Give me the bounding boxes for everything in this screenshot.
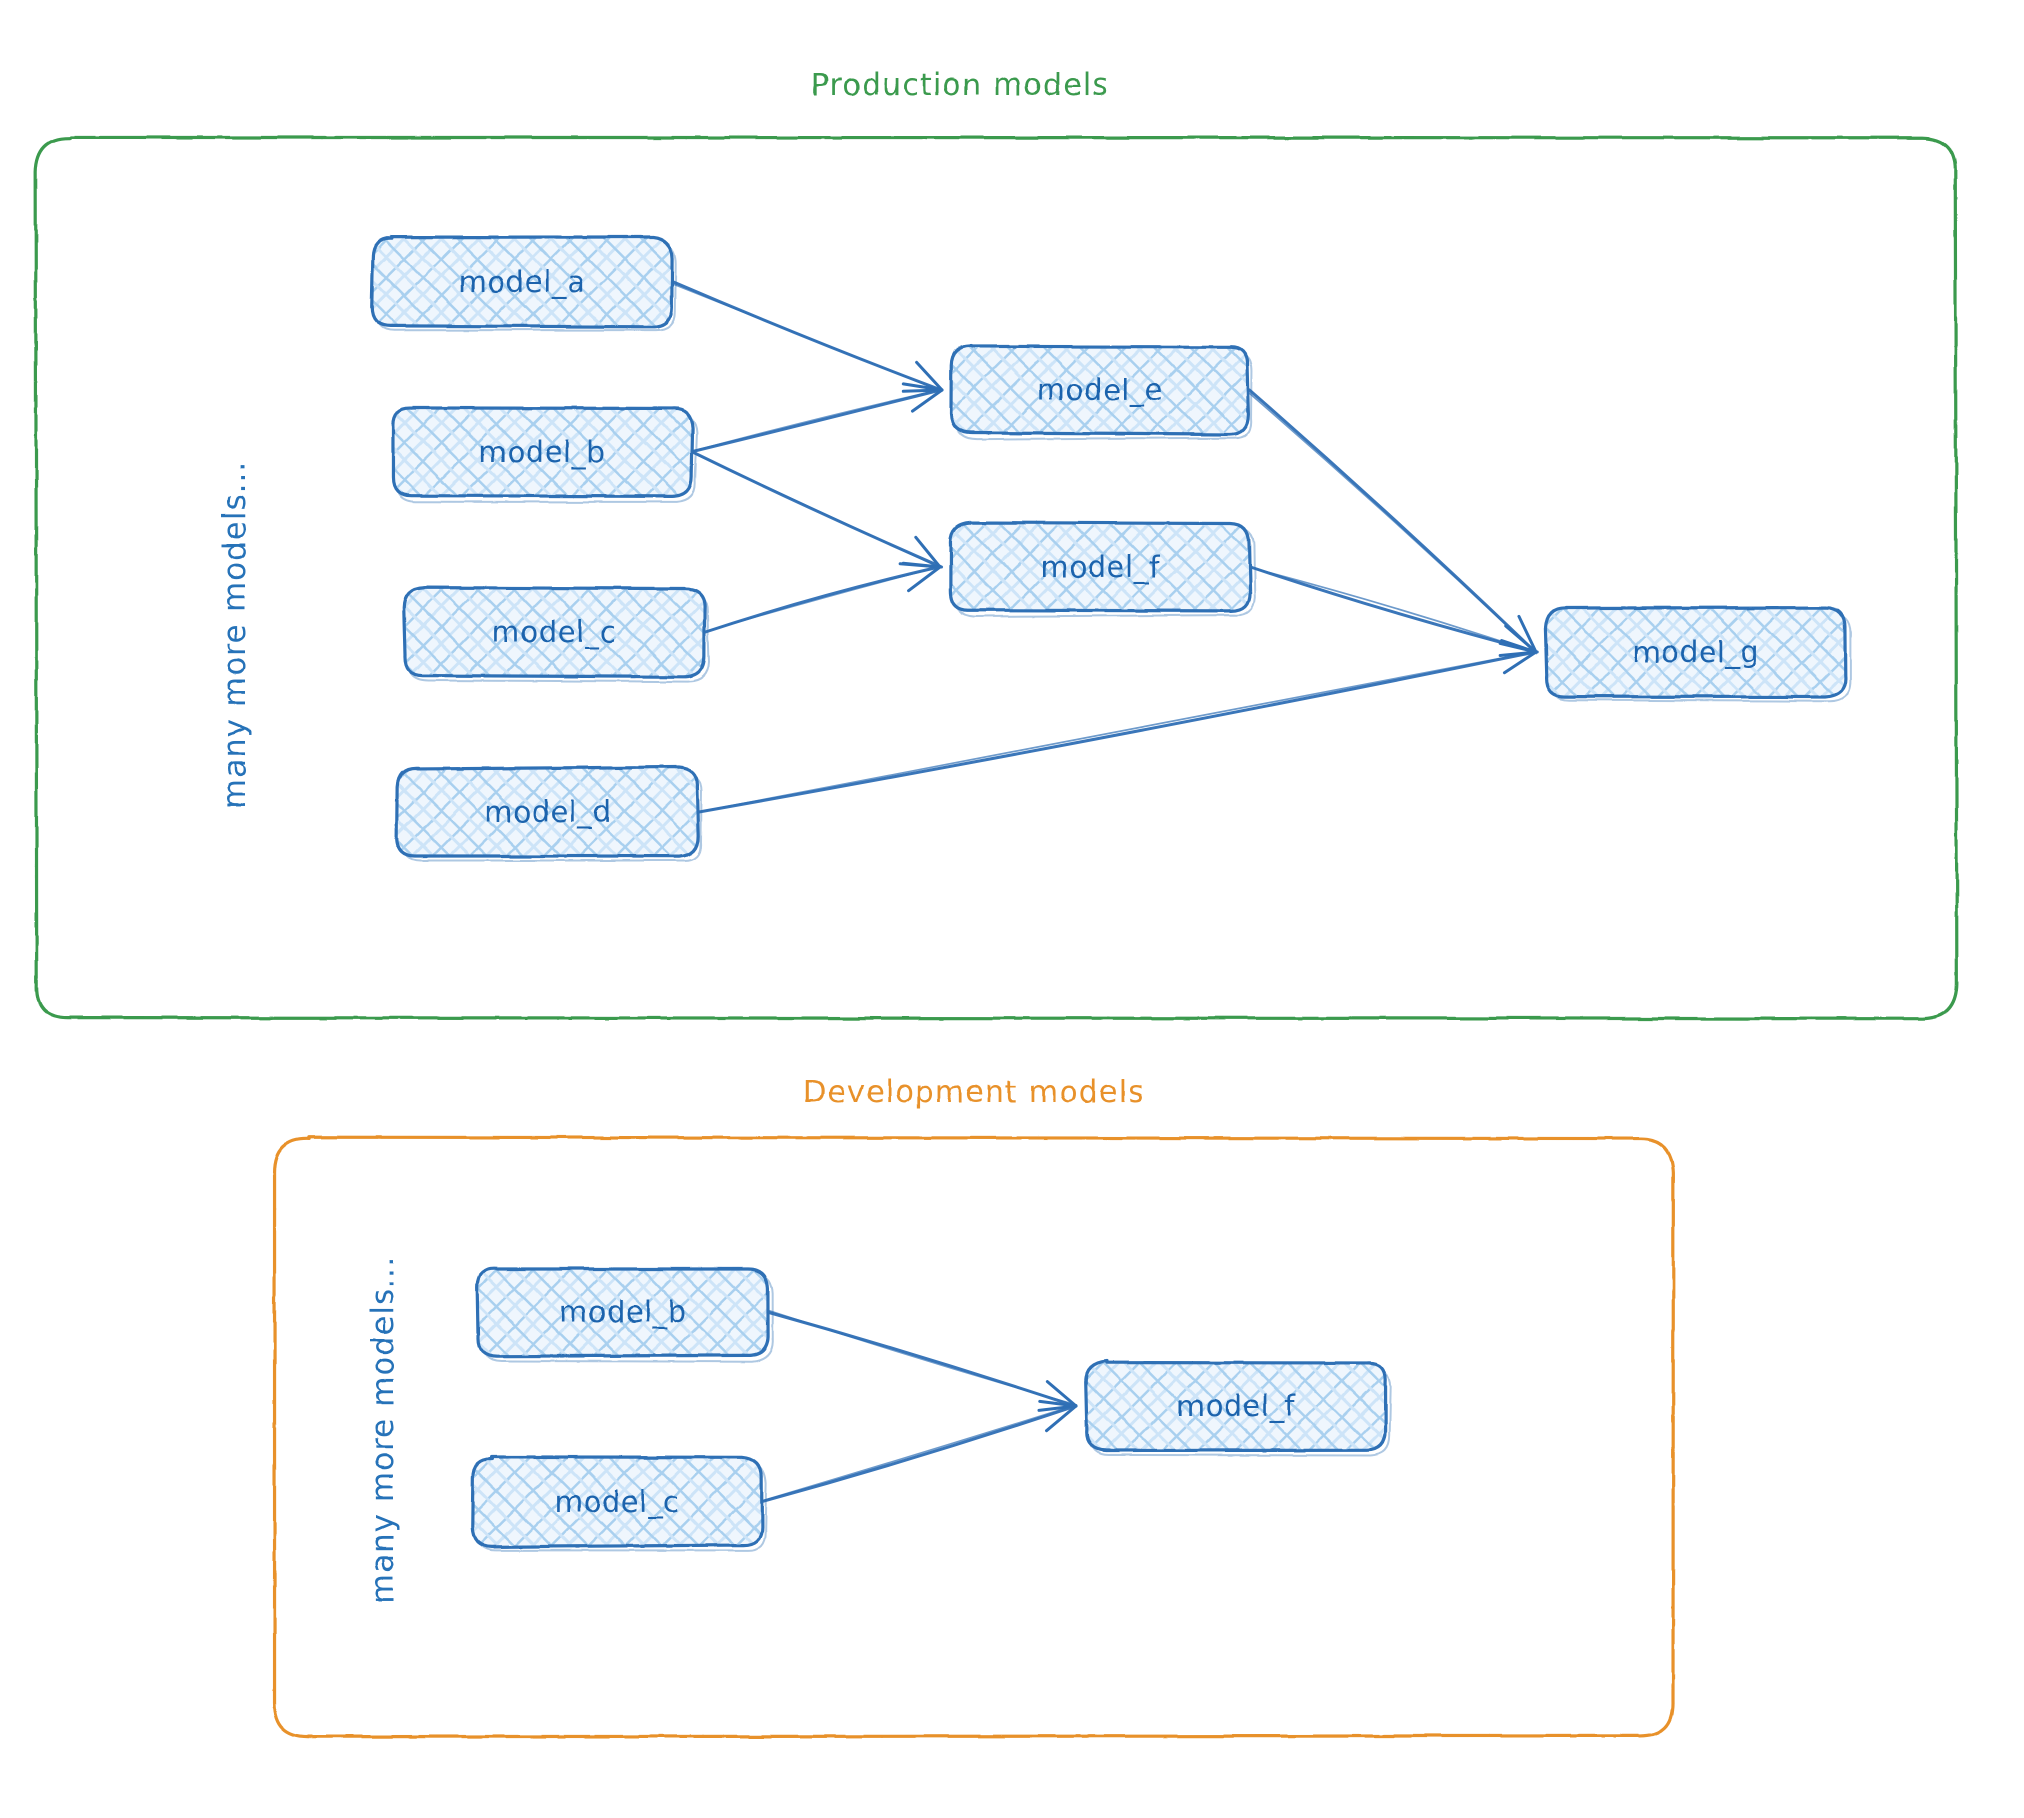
node-outline	[1543, 605, 1847, 699]
node-fill	[472, 1457, 762, 1546]
node-model_d[interactable]: model_d	[395, 765, 703, 862]
node-outline	[949, 344, 1250, 437]
node-fill	[371, 237, 672, 327]
node-label: model_a	[459, 265, 586, 299]
edge-model_a-to-model_e	[669, 280, 944, 393]
node-fill	[404, 587, 705, 676]
group-border-development	[272, 1135, 1675, 1739]
node-label: model_b	[559, 1295, 686, 1329]
group-production	[34, 135, 1959, 1021]
node-model_g[interactable]: model_g	[1543, 605, 1852, 703]
edge-dev_model_c-to-dev_model_f	[758, 1399, 1078, 1504]
group-containers	[34, 135, 1959, 1739]
node-outline	[402, 586, 707, 679]
node-label: model_e	[1037, 373, 1164, 407]
node-fill	[397, 767, 699, 857]
edge-model_e-to-model_g	[1246, 388, 1538, 655]
nodes-layer: model_a model_b model_c model_d model_emodel…	[370, 235, 1852, 1552]
node-label: model_f	[1176, 1389, 1295, 1423]
group-border-production	[34, 135, 1959, 1021]
node-label: model_c	[492, 615, 617, 649]
node-fill	[1086, 1361, 1387, 1451]
node-label: model_g	[1632, 635, 1759, 669]
side-note-production: many more models...	[217, 461, 253, 809]
node-dev_model_f[interactable]: model_f	[1084, 1359, 1392, 1457]
node-model_c[interactable]: model_c	[402, 586, 710, 683]
node-dev_model_b[interactable]: model_b	[475, 1267, 774, 1363]
node-model_b[interactable]: model_b	[391, 406, 698, 503]
node-fill	[952, 345, 1249, 435]
group-title-development: Development models	[803, 1075, 1145, 1110]
edge-model_f-to-model_g	[1248, 565, 1539, 658]
edge-model_d-to-model_g	[697, 641, 1538, 814]
group-title-production: Production models	[811, 68, 1110, 103]
node-model_e[interactable]: model_e	[949, 344, 1253, 441]
node-label: model_f	[1040, 550, 1159, 584]
node-outline	[470, 1455, 764, 1549]
node-outline	[948, 520, 1252, 613]
node-outline	[370, 235, 674, 329]
edges-layer	[669, 280, 1539, 1504]
node-label: model_c	[555, 1485, 680, 1519]
group-development	[272, 1135, 1675, 1739]
node-model_a[interactable]: model_a	[370, 235, 677, 332]
edge-model_c-to-model_f	[703, 561, 942, 634]
node-fill	[1545, 607, 1847, 697]
node-dev_model_c[interactable]: model_c	[470, 1455, 768, 1552]
node-model_f[interactable]: model_f	[948, 520, 1256, 618]
node-label: model_d	[484, 795, 611, 829]
node-fill	[949, 522, 1251, 611]
node-outline	[391, 406, 695, 498]
node-fill	[477, 1267, 769, 1356]
node-fill	[391, 408, 693, 497]
edge-dev_model_b-to-dev_model_f	[765, 1309, 1078, 1412]
node-outline	[1084, 1359, 1387, 1453]
labels-layer: Production models many more models... Deve…	[217, 68, 1145, 1604]
node-outline	[395, 765, 701, 858]
edge-model_b-to-model_e	[689, 382, 944, 454]
node-outline	[475, 1267, 770, 1358]
edge-model_b-to-model_f	[691, 450, 944, 569]
node-label: model_b	[478, 435, 605, 469]
side-note-development: many more models...	[365, 1256, 401, 1604]
